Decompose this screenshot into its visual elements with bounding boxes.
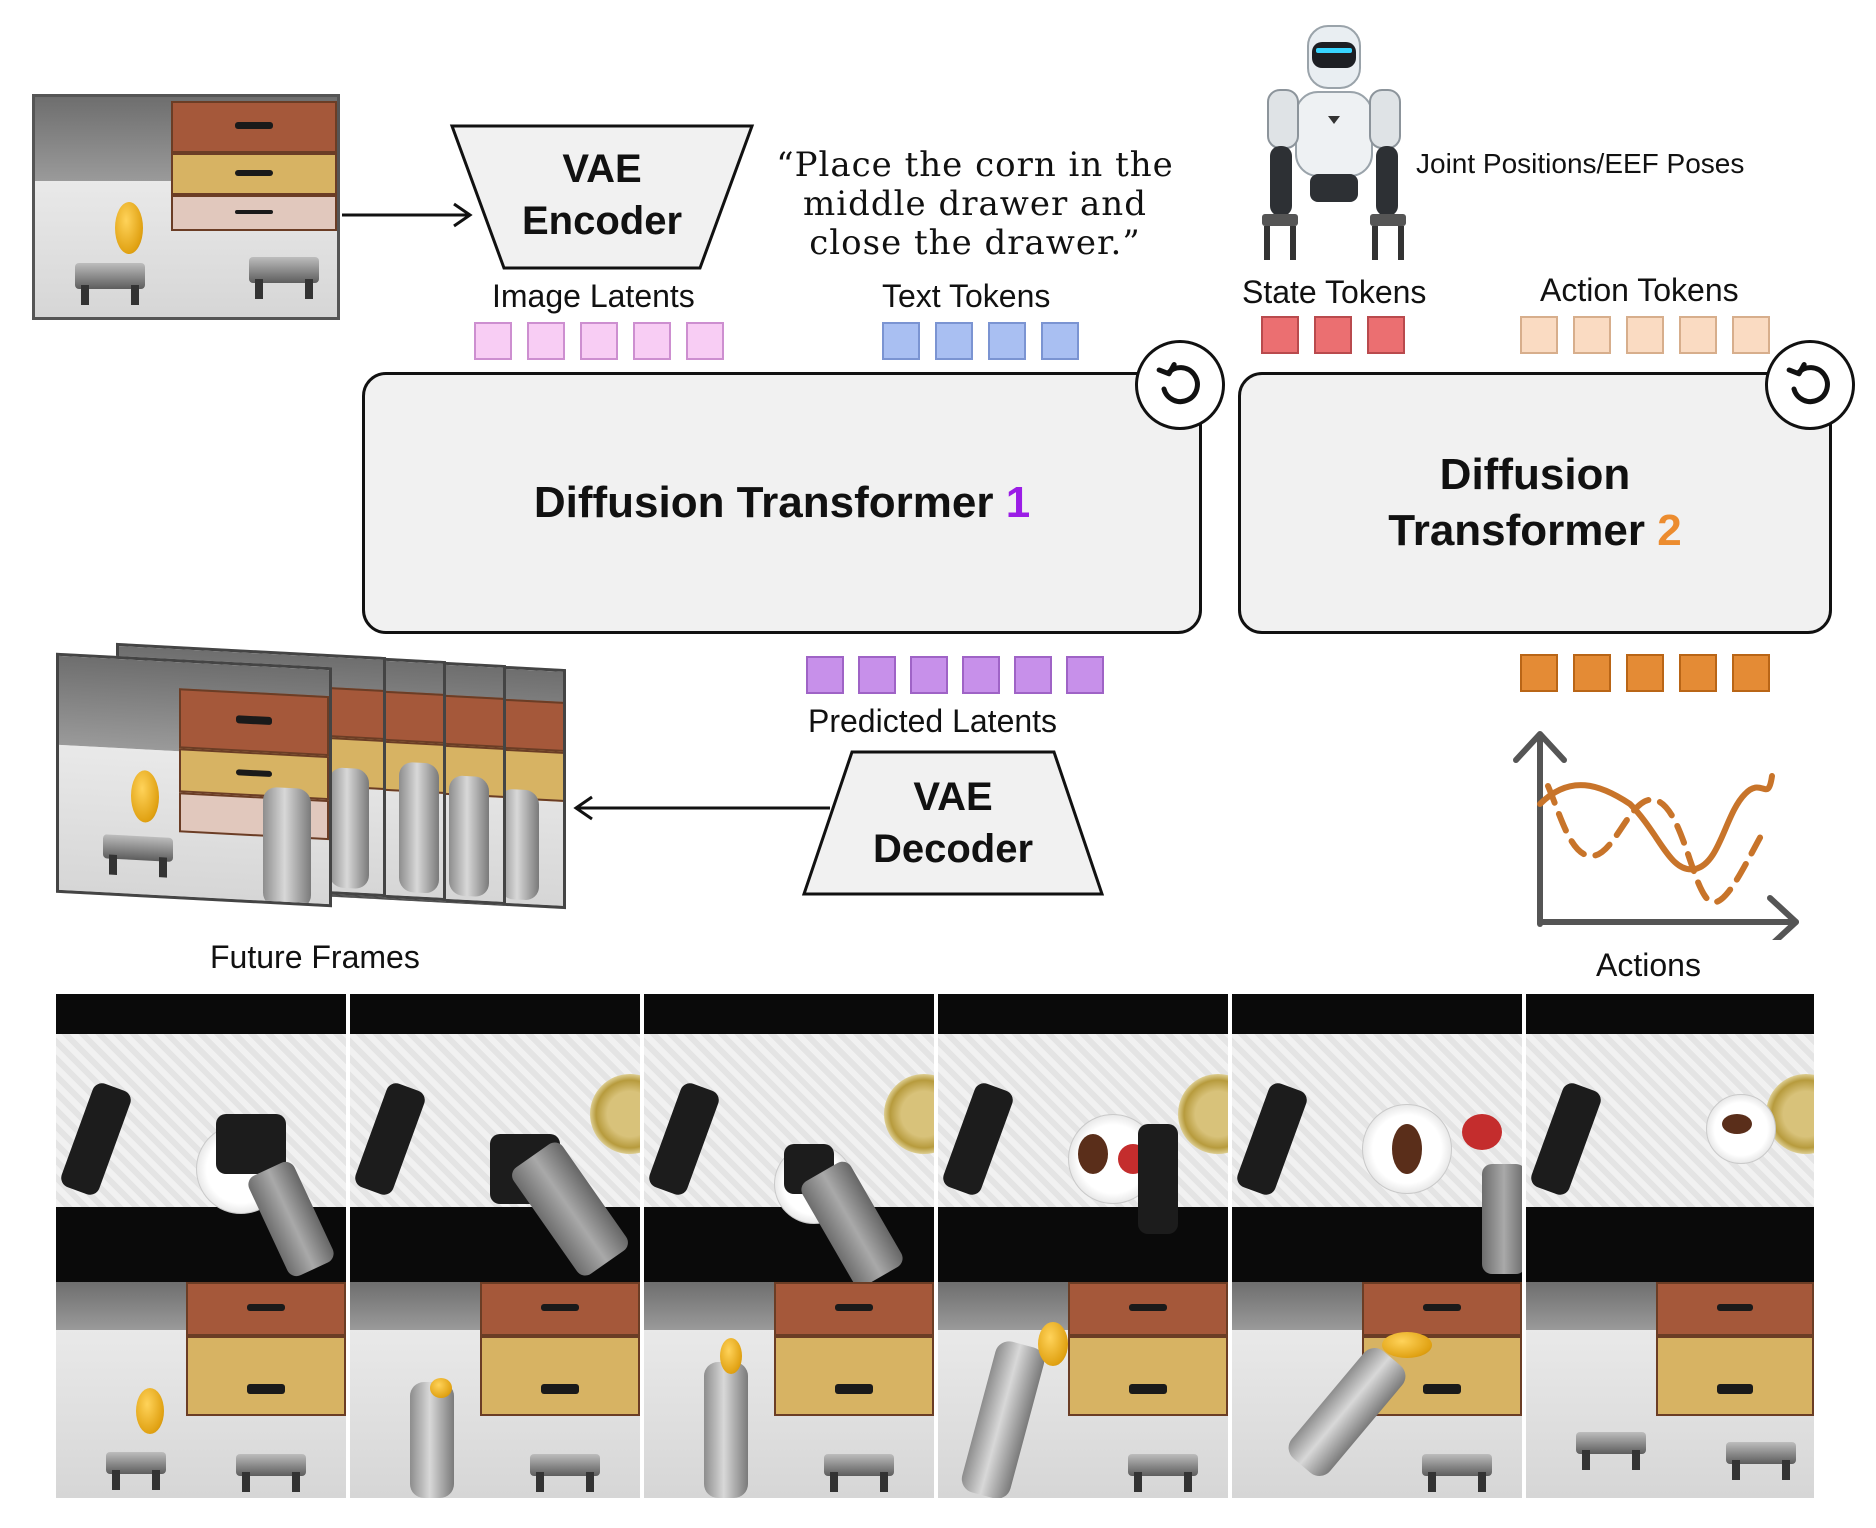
- rotate-ccw-icon: [1765, 340, 1855, 430]
- vae-decoder-line1: VAE: [913, 775, 993, 819]
- sim-frame: [1526, 994, 1814, 1282]
- humanoid-robot-icon: [1262, 25, 1406, 260]
- arrow-to-encoder: [342, 202, 473, 228]
- instruction-line3: close the drawer.”: [809, 223, 1141, 263]
- predicted-latents-label: Predicted Latents: [808, 703, 1058, 739]
- instruction-line1: “Place the corn in the: [776, 145, 1174, 185]
- image-latent-token: [527, 322, 565, 360]
- diffusion-transformer-1: Diffusion Transformer 1: [362, 372, 1202, 634]
- state-token: [1314, 316, 1352, 354]
- dit1-number: 1: [1005, 478, 1031, 527]
- image-latent-token: [474, 322, 512, 360]
- image-latents-label: Image Latents: [492, 278, 695, 314]
- dit1-title-text: Diffusion Transformer: [533, 478, 994, 527]
- vae-encoder: VAE Encoder: [448, 122, 756, 272]
- diffusion-transformer-2: Diffusion Transformer 2: [1238, 372, 1832, 634]
- text-token: [1041, 322, 1079, 360]
- text-token: [935, 322, 973, 360]
- state-tokens-label: State Tokens: [1242, 274, 1427, 310]
- sim-frame: [350, 994, 640, 1282]
- real-frame: [938, 1282, 1228, 1498]
- action-token: [1573, 316, 1611, 354]
- dit1-title: Diffusion Transformer 1: [365, 475, 1199, 531]
- arrow-to-future-frames: [573, 795, 830, 821]
- rotate-ccw-icon: [1135, 340, 1225, 430]
- dit2-title-line2: Transformer: [1388, 506, 1646, 555]
- action-output-token: [1520, 654, 1558, 692]
- sim-frame: [56, 994, 346, 1282]
- real-frame: [1526, 1282, 1814, 1498]
- real-frame: [350, 1282, 640, 1498]
- image-latent-token: [633, 322, 671, 360]
- sim-frame: [644, 994, 934, 1282]
- vae-encoder-line1: VAE: [562, 147, 642, 191]
- action-token: [1679, 316, 1717, 354]
- predicted-latent-token: [962, 656, 1000, 694]
- dit2-number: 2: [1657, 506, 1682, 555]
- action-output-token: [1732, 654, 1770, 692]
- vae-encoder-line2: Encoder: [521, 199, 683, 243]
- dit2-title-line1: Diffusion: [1439, 450, 1631, 499]
- real-frame: [1232, 1282, 1522, 1498]
- state-token: [1367, 316, 1405, 354]
- action-output-token: [1679, 654, 1717, 692]
- vae-decoder: VAE Decoder: [800, 748, 1106, 898]
- predicted-latent-token: [910, 656, 948, 694]
- action-output-token: [1573, 654, 1611, 692]
- joint-positions-label: Joint Positions/EEF Poses: [1416, 148, 1745, 179]
- input-observation-image: [32, 94, 340, 320]
- actions-label: Actions: [1596, 947, 1701, 983]
- dit2-title: Diffusion Transformer 2: [1241, 447, 1829, 559]
- predicted-latent-token: [858, 656, 896, 694]
- image-latent-token: [686, 322, 724, 360]
- image-latent-token: [580, 322, 618, 360]
- real-frame: [56, 1282, 346, 1498]
- actions-curve-plot: [1513, 731, 1799, 940]
- future-frame-front: [56, 652, 332, 908]
- action-token: [1626, 316, 1664, 354]
- real-frame: [644, 1282, 934, 1498]
- action-token: [1732, 316, 1770, 354]
- predicted-latent-token: [1014, 656, 1052, 694]
- vae-decoder-line2: Decoder: [872, 827, 1034, 871]
- action-tokens-label: Action Tokens: [1540, 272, 1739, 308]
- action-output-token: [1626, 654, 1664, 692]
- predicted-latent-token: [1066, 656, 1104, 694]
- instruction-line2: middle drawer and: [803, 184, 1147, 224]
- action-token: [1520, 316, 1558, 354]
- future-frames-label: Future Frames: [210, 939, 420, 975]
- predicted-latent-token: [806, 656, 844, 694]
- state-token: [1261, 316, 1299, 354]
- text-token: [882, 322, 920, 360]
- text-tokens-label: Text Tokens: [882, 278, 1051, 314]
- sim-frame: [938, 994, 1228, 1282]
- sim-frame: [1232, 994, 1522, 1282]
- text-token: [988, 322, 1026, 360]
